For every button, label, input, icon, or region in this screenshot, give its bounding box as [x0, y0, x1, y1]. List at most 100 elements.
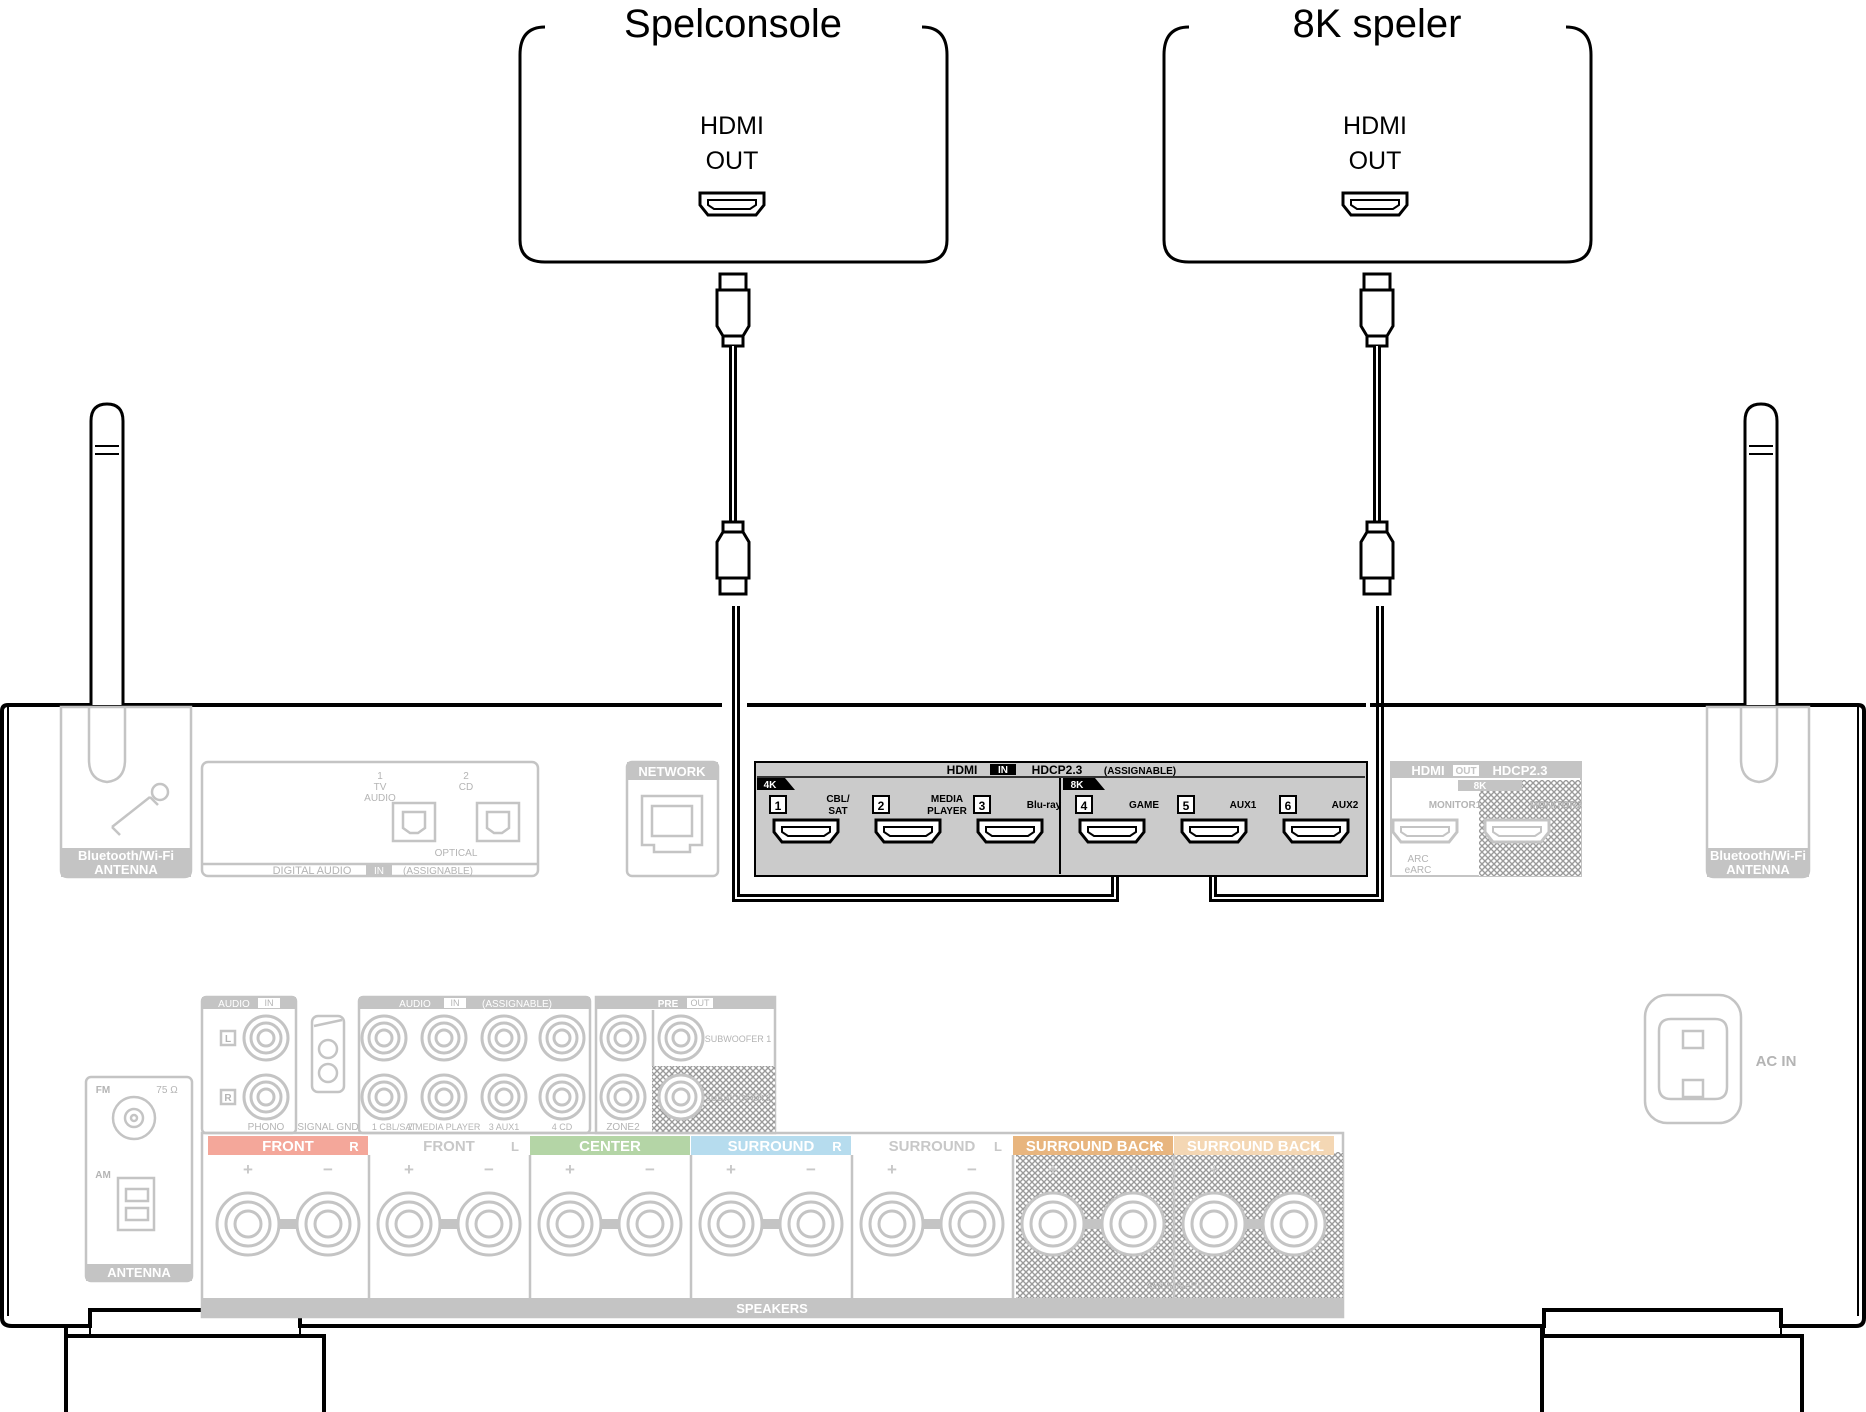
left-antenna-label-2: ANTENNA — [94, 862, 158, 877]
hdmi-in-4-game-port[interactable]: 4 GAME — [1075, 795, 1159, 844]
svg-text:5: 5 — [1183, 799, 1190, 813]
hdmi-in-5-aux1-port[interactable]: 5 AUX1 — [1177, 795, 1257, 844]
optical-1-label-1: TV — [374, 782, 387, 793]
fm-antenna-jack[interactable] — [111, 1095, 157, 1141]
polarity-minus-label: − — [484, 1160, 494, 1179]
ac-inlet[interactable] — [1657, 1017, 1729, 1101]
polarity-minus-label: − — [645, 1160, 655, 1179]
right-wifi-antenna: Bluetooth/Wi-Fi ANTENNA — [1705, 402, 1811, 879]
hdmi-in-2-port[interactable]: 2 MEDIA PLAYER — [872, 794, 968, 844]
phono-r-jack[interactable] — [242, 1073, 290, 1121]
game-console-device: Spelconsole HDMI OUT — [518, 2, 949, 264]
cable-plug-bottom-icon — [1359, 520, 1395, 596]
polarity-plus-label: + — [1048, 1160, 1058, 1179]
hdmi-out-badge-8k: 8K — [1474, 781, 1488, 792]
speaker-terminal-plus[interactable] — [215, 1191, 281, 1257]
optical-in-1-port[interactable] — [391, 801, 437, 843]
cable-plug-bottom-icon — [715, 520, 751, 596]
hdmi-in-3-port[interactable]: 3 Blu-ray — [973, 795, 1062, 844]
audio-in-1-l-jack[interactable] — [360, 1014, 408, 1062]
speaker-terminal-plus[interactable] — [376, 1191, 442, 1257]
audio-in-1-r-jack[interactable] — [360, 1073, 408, 1121]
svg-text:4: 4 — [1081, 799, 1088, 813]
ohm-label: 75 Ω — [156, 1085, 178, 1096]
speaker-group-label: SURROUND — [728, 1138, 815, 1155]
fm-label: FM — [96, 1085, 110, 1096]
speaker-terminal-plus[interactable] — [537, 1191, 603, 1257]
terminal-bridge — [761, 1219, 781, 1229]
hdmi-out-header: HDMI — [1411, 763, 1444, 778]
optical-label: OPTICAL — [435, 848, 478, 859]
hdmi-in-6-aux2-port[interactable]: 6 AUX2 — [1279, 795, 1359, 844]
channel-l-label: L — [225, 1034, 231, 1045]
polarity-plus-label: + — [565, 1160, 575, 1179]
optical-in-2-port[interactable] — [475, 801, 521, 843]
audio-in-4-r-jack[interactable] — [538, 1073, 586, 1121]
subwoofer1-jack[interactable] — [657, 1014, 705, 1062]
game-console-title: Spelconsole — [624, 2, 842, 46]
hdmi-in-assignable: (ASSIGNABLE) — [1104, 766, 1176, 777]
lan-port[interactable] — [640, 794, 704, 854]
speaker-terminal-minus[interactable] — [1100, 1191, 1166, 1257]
hdmi-in-header: HDMI — [947, 763, 978, 777]
phono-l-jack[interactable] — [242, 1014, 290, 1062]
hdmi-out-monitor1-port[interactable] — [1391, 818, 1459, 844]
speaker-side-label: L — [1316, 1139, 1324, 1154]
speaker-terminal-plus[interactable] — [1020, 1191, 1086, 1257]
cable-plug-top-icon — [715, 272, 751, 348]
hdmi-out-panel: HDMI OUT HDCP2.3 8K MONITOR1 MONITOR2 AR… — [1390, 761, 1583, 877]
polarity-plus-label: + — [404, 1160, 414, 1179]
polarity-minus-label: − — [806, 1160, 816, 1179]
channel-r-label: R — [224, 1093, 232, 1104]
speaker-terminal-minus[interactable] — [1261, 1191, 1327, 1257]
hdmi-out-tag: OUT — [1455, 766, 1476, 777]
cable-plug-top-icon — [1359, 272, 1395, 348]
polarity-plus-label: + — [887, 1160, 897, 1179]
game-console-hdmi-out-port[interactable] — [698, 191, 766, 217]
antenna-label: ANTENNA — [107, 1265, 171, 1280]
speaker-terminal-minus[interactable] — [295, 1191, 361, 1257]
audio-input-3-label: 3 AUX1 — [489, 1122, 520, 1132]
svg-text:Blu-ray: Blu-ray — [1027, 800, 1062, 811]
signal-gnd-terminal[interactable] — [310, 1014, 346, 1094]
svg-text:6: 6 — [1285, 799, 1292, 813]
hdmi-in-1-port[interactable]: 1 CBL/ SAT — [769, 794, 850, 844]
svg-text:CBL/: CBL/ — [826, 794, 850, 805]
speaker-terminal-minus[interactable] — [778, 1191, 844, 1257]
speaker-terminal-minus[interactable] — [456, 1191, 522, 1257]
ac-in-label: AC IN — [1756, 1053, 1797, 1070]
hdmi-out-monitor2-port[interactable] — [1483, 818, 1551, 844]
polarity-plus-label: + — [1209, 1160, 1219, 1179]
hdmi-out-hdcp: HDCP2.3 — [1493, 763, 1548, 778]
player-8k-hdmi-out-port[interactable] — [1341, 191, 1409, 217]
digital-audio-section: 1 TV AUDIO 2 CD OPTICAL DIGITAL AUDIO IN… — [200, 760, 540, 878]
audio-in-2-l-jack[interactable] — [420, 1014, 468, 1062]
polarity-minus-label: − — [1289, 1160, 1299, 1179]
optical-1-number: 1 — [377, 771, 383, 782]
audio-in-2-r-jack[interactable] — [420, 1073, 468, 1121]
polarity-plus-label: + — [726, 1160, 736, 1179]
zone2-l-jack[interactable] — [599, 1014, 647, 1062]
zone2-r-jack[interactable] — [599, 1073, 647, 1121]
audio-in-3-l-jack[interactable] — [480, 1014, 528, 1062]
speaker-terminal-plus[interactable] — [698, 1191, 764, 1257]
fm-am-antenna-section: FM 75 Ω AM ANTENNA — [84, 1075, 194, 1283]
svg-text:SAT: SAT — [828, 806, 847, 817]
audio-in-4-l-jack[interactable] — [538, 1014, 586, 1062]
subwoofer2-jack[interactable] — [657, 1073, 705, 1121]
monitor2-label: MONITOR2 — [1530, 800, 1583, 811]
speaker-group-3: CENTER+− — [530, 1136, 693, 1298]
speaker-terminal-minus[interactable] — [617, 1191, 683, 1257]
speaker-group-label: SURROUND — [889, 1138, 976, 1155]
speaker-terminal-plus[interactable] — [1181, 1191, 1247, 1257]
speaker-terminal-plus[interactable] — [859, 1191, 925, 1257]
audio-in-3-r-jack[interactable] — [480, 1073, 528, 1121]
speaker-side-label: R — [1154, 1139, 1164, 1154]
optical-2-number: 2 — [463, 771, 469, 782]
am-antenna-terminal[interactable] — [116, 1176, 156, 1232]
bluetooth-icon — [150, 782, 170, 802]
speaker-side-label: R — [349, 1139, 359, 1154]
hdmi-in-tag: IN — [998, 765, 1008, 776]
speaker-terminal-minus[interactable] — [939, 1191, 1005, 1257]
